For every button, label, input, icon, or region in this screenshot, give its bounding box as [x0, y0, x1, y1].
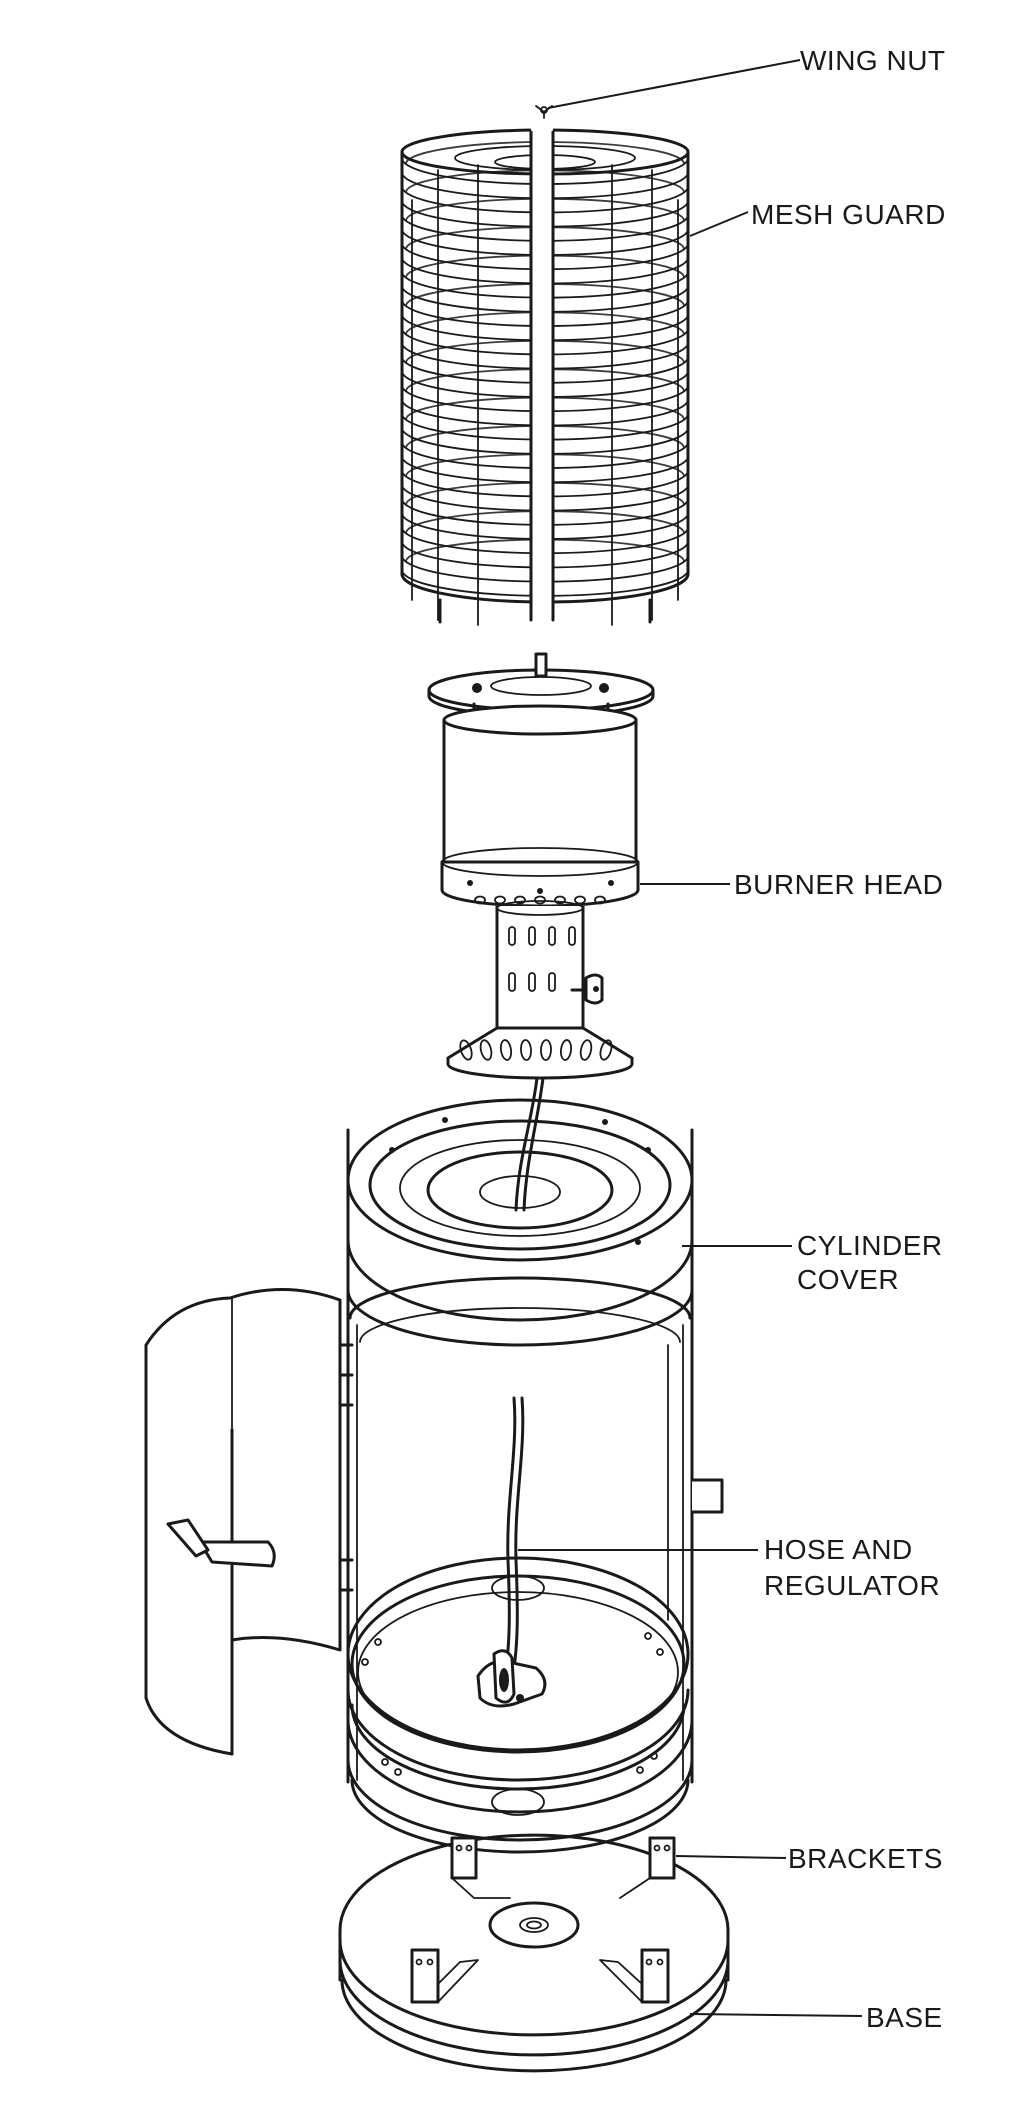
- tube-slot: [528, 926, 536, 946]
- flare-slot: [560, 1039, 572, 1061]
- collar-hole: [574, 895, 586, 905]
- support-rings: [346, 1556, 694, 1854]
- flare-slot: [499, 1039, 513, 1061]
- label-base: BASE: [866, 2002, 943, 2033]
- label-cylinder-cover-line2: COVER: [797, 1264, 899, 1295]
- burner-head: [427, 652, 655, 1080]
- flare-slot: [479, 1039, 493, 1061]
- bracket-front-left: [410, 1948, 479, 2004]
- cylinder-door: [144, 1287, 354, 1756]
- flare-slot: [540, 1039, 552, 1061]
- mesh-guard: [400, 122, 690, 626]
- brackets: [410, 1836, 676, 2004]
- collar-hole: [594, 895, 606, 905]
- collar-hole: [514, 895, 526, 905]
- flare-slot: [599, 1039, 613, 1061]
- tube-slot: [528, 972, 536, 992]
- tube-slot: [508, 926, 516, 946]
- labels: WING NUT MESH GUARD BURNER HEAD CYLINDER…: [734, 45, 946, 2033]
- tube-slot: [548, 972, 556, 992]
- label-brackets: BRACKETS: [788, 1843, 943, 1874]
- leader-lines: [518, 59, 863, 2017]
- cylinder-cover: [346, 1098, 724, 1784]
- collar-hole: [554, 895, 566, 905]
- tube-slot: [568, 926, 576, 946]
- label-cylinder-cover-line1: CYLINDER: [797, 1230, 943, 1261]
- base: [338, 1833, 730, 2073]
- flare-slot: [520, 1039, 532, 1061]
- bracket-back-left: [450, 1836, 511, 1899]
- bracket-back-right: [619, 1836, 676, 1899]
- label-mesh-guard: MESH GUARD: [751, 199, 946, 230]
- label-hose-line1: HOSE AND: [764, 1534, 913, 1565]
- collar-hole: [474, 895, 486, 905]
- label-wing-nut: WING NUT: [800, 45, 946, 76]
- label-hose-line2: REGULATOR: [764, 1570, 940, 1601]
- collar-hole: [494, 895, 506, 905]
- tube-slot: [548, 926, 556, 946]
- collar-hole: [534, 895, 546, 905]
- bracket-front-right: [599, 1948, 670, 2004]
- flare-slot: [459, 1039, 473, 1061]
- hose-and-regulator: [476, 1076, 547, 1708]
- flare-slot: [579, 1039, 593, 1061]
- tube-slot: [508, 972, 516, 992]
- label-burner-head: BURNER HEAD: [734, 869, 943, 900]
